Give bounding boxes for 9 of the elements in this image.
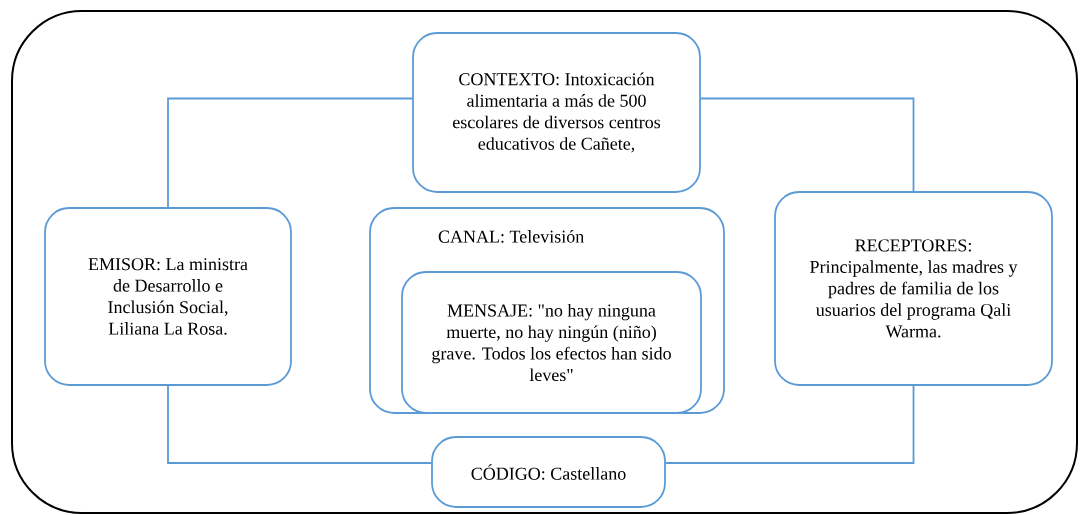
connector-line — [665, 385, 915, 464]
code-box: CÓDIGO: Castellano — [431, 436, 666, 508]
message-box: MENSAJE: "no hay ninguna muerte, no hay ningún (niño) grave. Todos los efectos han sido leves" — [401, 271, 702, 414]
sender-box: EMISOR: La ministra de Desarrollo e Inclusión Social, Liliana La Rosa. — [44, 207, 292, 386]
context-box: CONTEXTO: Intoxicación alimentaria a más de 500 escolares de diversos centros educativos de Cañete, — [412, 32, 701, 193]
connector-line — [167, 97, 413, 208]
connector-line — [700, 97, 915, 192]
connector-line — [167, 385, 432, 464]
receiver-box: RECEPTORES: Principalmente, las madres y padres de familia de los usuarios del programa Qali Warma. — [774, 191, 1053, 386]
